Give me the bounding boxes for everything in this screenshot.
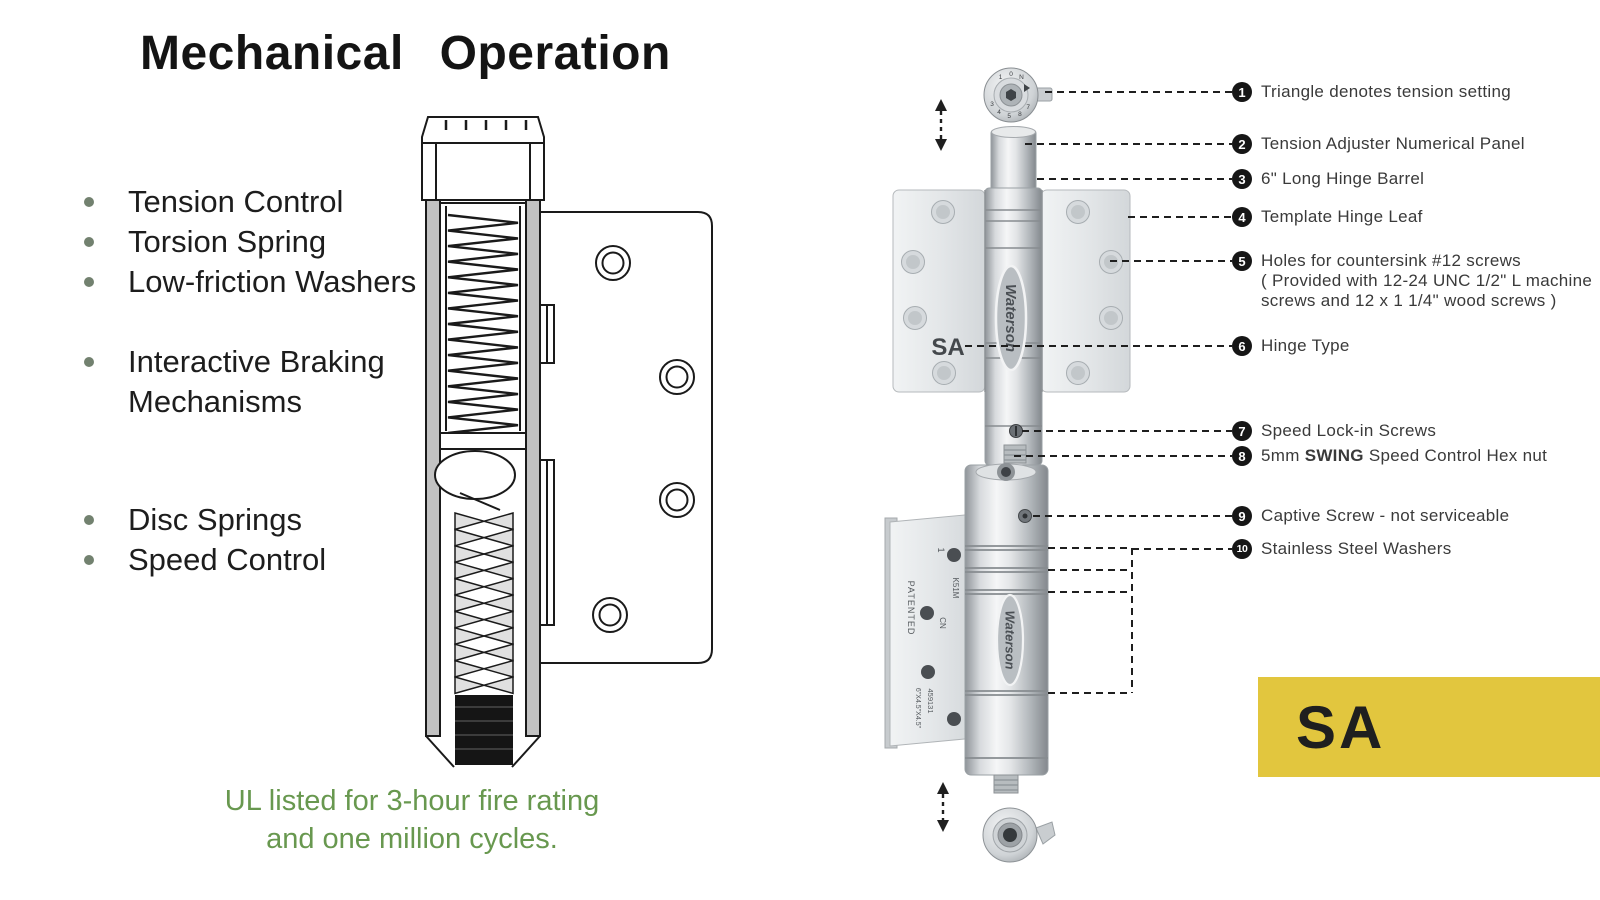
callout-label: Triangle denotes tension setting: [1261, 82, 1511, 101]
callout-label: Holes for countersink #12 screws ( Provi…: [1261, 251, 1593, 310]
speed-lock-screw: [1009, 424, 1023, 438]
svg-text:1: 1: [999, 74, 1003, 81]
callout-label: Tension Adjuster Numerical Panel: [1261, 134, 1525, 153]
callout-2: 2 Tension Adjuster Numerical Panel: [1232, 134, 1525, 154]
drawing-knuckle-tabs: [539, 304, 555, 626]
svg-text:Waterson: Waterson: [1003, 611, 1018, 670]
svg-text:5: 5: [1007, 113, 1011, 120]
callout-10: 10 Stainless Steel Washers: [1232, 539, 1452, 559]
feature-list: Tension Control Torsion Spring Low-frict…: [78, 182, 418, 580]
caption-line-2: and one million cycles.: [266, 823, 558, 855]
callout-4: 4 Template Hinge Leaf: [1232, 207, 1423, 227]
svg-text:4: 4: [997, 109, 1001, 116]
callout-number: 9: [1232, 506, 1252, 526]
hinge-leaf-rear: PATENTED 1 K51M CN 459131 6"X4.5"X4.5": [884, 513, 976, 749]
callout-label: 6" Long Hinge Barrel: [1261, 169, 1425, 188]
callout-7: 7 Speed Lock-in Screws: [1232, 421, 1436, 441]
callout-number: 5: [1232, 251, 1252, 271]
hinge-barrel-bottom: Waterson: [964, 463, 1049, 794]
svg-text:6"X4.5"X4.5": 6"X4.5"X4.5": [914, 688, 921, 729]
washer-grooves: [965, 545, 1048, 759]
hinge-type-stamp: SA: [931, 334, 964, 361]
drawing-braking-cam: [434, 432, 527, 511]
hinge-leaves: SA: [892, 189, 1131, 393]
bottom-cap-dial: [982, 807, 1056, 863]
hinge-cross-section-drawing: [421, 116, 713, 768]
list-item: Speed Control: [78, 540, 418, 580]
svg-text:CN: CN: [938, 617, 947, 629]
hinge-type-badge: SA: [1258, 677, 1600, 777]
screw-holes: [920, 548, 961, 726]
drawing-hinge-leaf: [539, 211, 713, 664]
callout-9: 9 Captive Screw - not serviceable: [1232, 506, 1509, 526]
callout-3: 3 6" Long Hinge Barrel: [1232, 169, 1424, 189]
page-title: Mechanical Operation: [140, 27, 671, 80]
caption-line-1: UL listed for 3-hour fire rating: [224, 785, 600, 817]
svg-text:8: 8: [1018, 111, 1022, 118]
list-item: Torsion Spring: [78, 222, 418, 262]
callout-number: 2: [1232, 134, 1252, 154]
tension-triangle-marker: [1024, 84, 1030, 92]
callout-number: 8: [1232, 446, 1252, 466]
speed-control-hex-nut: [1003, 444, 1027, 464]
svg-text:3: 3: [990, 101, 994, 108]
hinge-barrel: Waterson: [984, 126, 1043, 466]
list-item: Low-friction Washers: [78, 262, 418, 302]
waterson-logo: Waterson: [994, 264, 1028, 372]
callout-label: Speed Lock-in Screws: [1261, 421, 1437, 440]
threaded-stud-bottom: [993, 774, 1019, 794]
hinge-photo-bottom: PATENTED 1 K51M CN 459131 6"X4.5"X4.5": [884, 463, 1056, 863]
hinge-photo-top: SA Waterson: [892, 67, 1131, 466]
svg-text:0: 0: [1009, 71, 1013, 78]
callout-sub-line: screws and 12 x 1 1/4" wood screws ): [1261, 290, 1557, 310]
callout-number: 4: [1232, 207, 1252, 227]
list-item: Disc Springs: [78, 500, 418, 540]
callout-number: 1: [1232, 82, 1252, 102]
list-item: Tension Control: [78, 182, 418, 222]
callout-5: 5 Holes for countersink #12 screws ( Pro…: [1232, 251, 1592, 310]
callout-number: 7: [1232, 421, 1252, 441]
callout-8: 8 5mm SWING Speed Control Hex nut: [1232, 446, 1547, 466]
svg-text:K51M: K51M: [951, 578, 960, 599]
svg-text:PATENTED: PATENTED: [906, 581, 916, 636]
svg-text:Waterson: Waterson: [1002, 284, 1019, 352]
list-item: Interactive Braking Mechanisms: [78, 342, 418, 422]
captive-screw: [1018, 509, 1032, 523]
drawing-torsion-spring: [447, 213, 519, 435]
callout-label: Hinge Type: [1261, 336, 1350, 355]
callout-number: 6: [1232, 336, 1252, 356]
callout-1: 1 Triangle denotes tension setting: [1232, 82, 1511, 102]
callout-label: Captive Screw - not serviceable: [1261, 506, 1510, 525]
callout-label: Stainless Steel Washers: [1261, 539, 1452, 558]
badge-text: SA: [1296, 693, 1386, 761]
callout-sub-line: ( Provided with 12-24 UNC 1/2" L machine: [1261, 271, 1593, 290]
callout-label: 5mm SWING Speed Control Hex nut: [1261, 446, 1548, 465]
callout-6: 6 Hinge Type: [1232, 336, 1350, 356]
svg-text:1: 1: [936, 547, 946, 552]
ul-listing-caption: UL listed for 3-hour fire rating and one…: [172, 782, 652, 858]
callout-number: 3: [1232, 169, 1252, 189]
callout-label: Template Hinge Leaf: [1261, 207, 1423, 226]
drawing-threaded-stud: [455, 695, 513, 765]
drawing-disc-springs: [454, 512, 514, 695]
countersink-holes: [901, 200, 1123, 385]
waterson-logo: Waterson: [995, 593, 1025, 687]
svg-text:N: N: [1019, 74, 1024, 81]
svg-text:459131: 459131: [926, 688, 935, 713]
leaf-stamps: PATENTED 1 K51M CN 459131 6"X4.5"X4.5": [906, 547, 960, 728]
callout-number: 10: [1232, 539, 1252, 559]
svg-text:7: 7: [1026, 104, 1030, 111]
